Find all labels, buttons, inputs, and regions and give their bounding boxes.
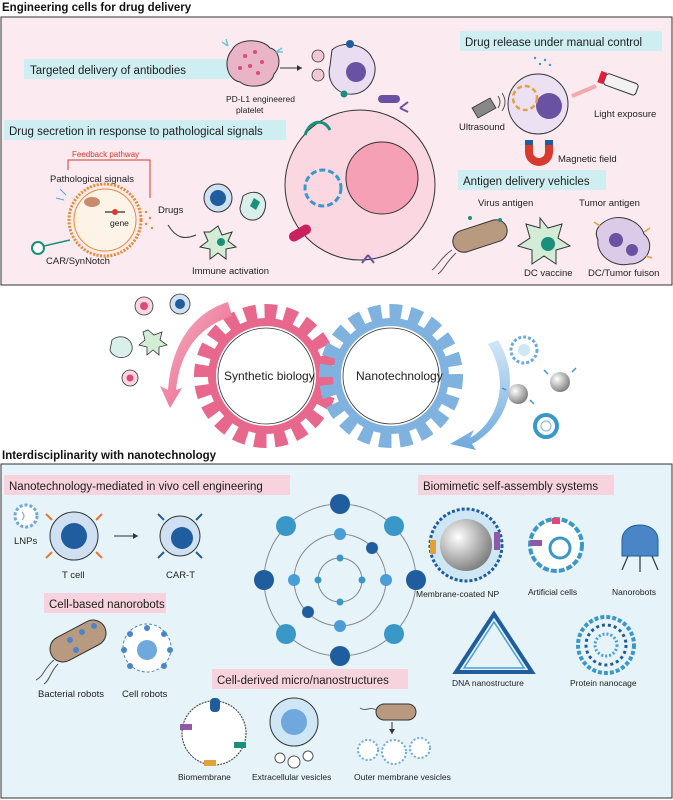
dc-vaccine-icon — [516, 216, 572, 265]
arrow-pink-curve — [160, 302, 232, 408]
label-outer-membrane: Outer membrane vesicles — [354, 772, 451, 782]
label-bacterial-robots: Bacterial robots — [38, 689, 104, 700]
platelet-cell-binding-icon — [311, 40, 376, 98]
label-tumor-antigen: Tumor antigen — [579, 198, 640, 209]
gear-label-synthetic-biology: Synthetic biology — [224, 369, 315, 383]
extracellular-vesicle-icon — [269, 697, 319, 769]
label-gene: gene — [110, 218, 129, 228]
label-lnps: LNPs — [14, 536, 37, 547]
header-drug-secretion: Drug secretion in response to pathologic… — [9, 126, 263, 138]
header-cell-nanorobots-bg — [44, 593, 166, 613]
header-cell-nanorobots: Cell-based nanorobots — [49, 599, 165, 611]
dna-nanostructure-icon — [452, 610, 536, 674]
header-drug-release-bg — [460, 31, 662, 51]
label-light-exposure: Light exposure — [594, 109, 656, 120]
section-title-top: Engineering cells for drug delivery — [2, 2, 192, 14]
label-extracellular: Extracellular vesicles — [252, 772, 331, 782]
header-drug-secretion-bg — [4, 120, 286, 140]
label-platelet-1: PD-L1 engineered — [226, 94, 295, 104]
label-t-cell: T cell — [62, 570, 85, 581]
header-targeted-delivery-bg — [24, 59, 230, 79]
label-magnetic-field: Magnetic field — [558, 154, 617, 165]
controlled-release-cell-icon — [507, 56, 569, 135]
header-cell-derived-bg — [212, 669, 408, 689]
cell-cluster-left-icon — [109, 293, 191, 387]
header-biomimetic-bg — [418, 475, 614, 495]
label-virus-antigen: Virus antigen — [478, 198, 533, 209]
biomembrane-icon — [180, 698, 247, 766]
platelet-icon — [221, 38, 283, 87]
label-immune-activation: Immune activation — [192, 266, 269, 277]
label-dc-tumor-fusion: DC/Tumor fuison — [588, 268, 659, 279]
synthetic-biology-gear — [194, 304, 338, 448]
nanorobot-icon — [621, 524, 659, 572]
bacterial-robot-icon — [35, 619, 107, 685]
outer-membrane-vesicle-icon — [357, 703, 431, 765]
label-feedback-pathway: Feedback pathway — [72, 150, 139, 159]
label-drugs: Drugs — [158, 205, 184, 216]
arrow-blue-curve — [450, 340, 510, 450]
nanoparticle-cluster-right-icon — [501, 335, 577, 439]
header-biomimetic: Biomimetic self-assembly systems — [423, 481, 598, 493]
arrow-to-immune — [167, 224, 197, 238]
label-biomembrane: Biomembrane — [178, 772, 231, 782]
header-antigen-delivery-bg — [458, 170, 606, 190]
t-cell-icon — [45, 511, 103, 561]
bacterium-icon — [431, 216, 508, 275]
label-pathological-signals: Pathological signals — [50, 174, 134, 185]
label-artificial-cells: Artificial cells — [528, 587, 577, 597]
label-nanorobots: Nanorobots — [612, 587, 656, 597]
header-in-vivo: Nanotechnology-mediated in vivo cell eng… — [9, 481, 263, 493]
header-targeted-delivery: Targeted delivery of antibodies — [30, 65, 186, 77]
header-antigen-delivery: Antigen delivery vehicles — [463, 176, 590, 188]
light-source-icon — [571, 70, 639, 98]
protein-nanocage-icon — [576, 615, 636, 675]
section-title-bottom: Interdisciplinarity with nanotechnology — [2, 450, 217, 462]
membrane-coated-np-icon — [428, 507, 504, 583]
header-cell-derived: Cell-derived micro/nanostructures — [217, 675, 389, 687]
label-platelet-2: platelet — [236, 105, 264, 115]
label-car-synnotch: CAR/SynNotch — [46, 256, 110, 267]
nanotechnology-gear — [319, 304, 463, 448]
car-synnotch-receptor-icon — [31, 239, 71, 255]
feedback-loop-line — [67, 159, 151, 198]
engineered-cell-icon — [55, 182, 143, 258]
artificial-cell-icon — [528, 517, 584, 573]
label-membrane-np: Membrane-coated NP — [416, 589, 499, 599]
engineered-cell-large-icon — [284, 95, 436, 264]
header-drug-release: Drug release under manual control — [465, 37, 642, 49]
nanostructure-network-icon — [254, 494, 426, 666]
gear-label-nanotechnology: Nanotechnology — [356, 369, 443, 383]
ultrasound-probe-icon — [471, 92, 506, 119]
immune-cells-icon — [198, 183, 266, 260]
drug-dots-icon — [144, 210, 154, 230]
label-cell-robots: Cell robots — [122, 689, 168, 700]
label-ultrasound: Ultrasound — [459, 122, 505, 133]
cell-robot-icon — [121, 623, 173, 673]
label-car-t: CAR-T — [166, 570, 195, 581]
magnet-icon — [525, 140, 553, 166]
label-dna-nano: DNA nanostructure — [452, 678, 524, 688]
header-in-vivo-bg — [4, 475, 290, 495]
label-protein-nanocage: Protein nanocage — [570, 678, 637, 688]
dc-tumor-fusion-icon — [593, 217, 653, 266]
car-t-icon — [157, 513, 203, 559]
lnp-icon — [13, 503, 39, 529]
label-dc-vaccine: DC vaccine — [524, 268, 573, 279]
